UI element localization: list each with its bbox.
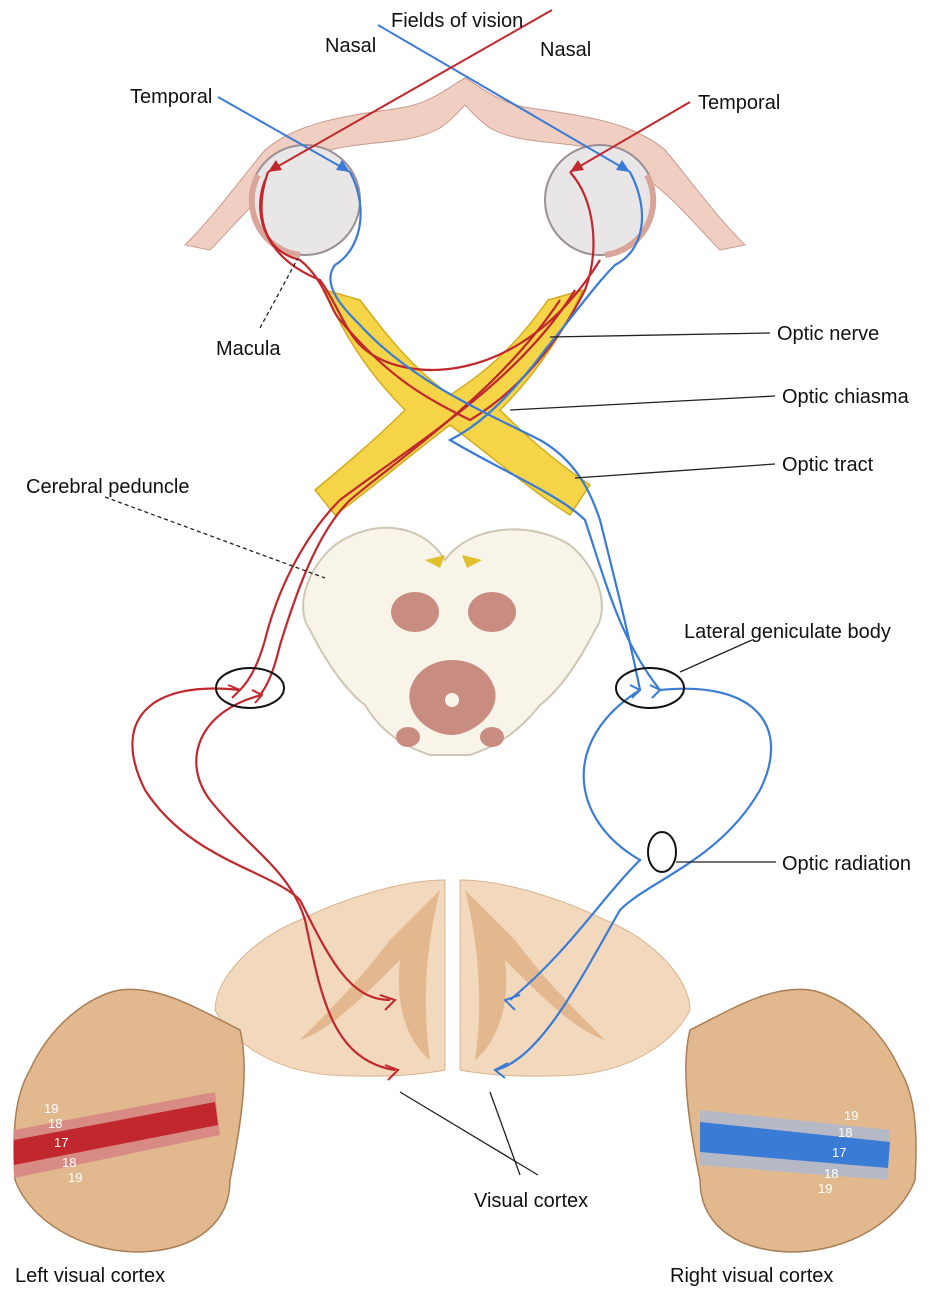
leader-visual-cortex-right	[489, 1091, 521, 1176]
leader-optic-chiasma	[509, 395, 776, 411]
right-lateral-geniculate-ring	[615, 667, 685, 709]
leader-optic-nerve	[549, 332, 771, 338]
right-area-19-bottom: 19	[818, 1181, 832, 1196]
left-area-19-top: 19	[44, 1101, 58, 1116]
right-area-18-top: 18	[838, 1125, 852, 1140]
optic-radiation-ring	[647, 831, 677, 873]
label-visual-cortex: Visual cortex	[474, 1190, 588, 1212]
occipital-lobes	[214, 879, 691, 1077]
label-nasal-left: Nasal	[325, 35, 376, 57]
right-area-19-top: 19	[844, 1108, 858, 1123]
leader-visual-cortex-left	[399, 1091, 539, 1176]
label-optic-chiasma: Optic chiasma	[782, 386, 910, 408]
label-optic-radiation: Optic radiation	[782, 853, 911, 875]
leader-lateral-geniculate	[679, 639, 753, 673]
right-area-18-bottom: 18	[824, 1166, 838, 1181]
right-visual-cortex	[685, 988, 917, 1253]
left-area-17: 17	[54, 1135, 68, 1150]
label-temporal-right: Temporal	[698, 92, 780, 114]
label-temporal-left: Temporal	[130, 86, 212, 108]
optic-nerve-chiasma-tract	[313, 288, 592, 517]
label-cerebral-peduncle: Cerebral peduncle	[26, 476, 189, 498]
label-optic-tract: Optic tract	[782, 454, 874, 476]
label-nasal-right: Nasal	[540, 39, 591, 61]
left-area-19-bottom: 19	[68, 1170, 82, 1185]
blue-pathway	[329, 171, 773, 1079]
left-area-18-top: 18	[48, 1116, 62, 1131]
label-optic-nerve: Optic nerve	[777, 323, 879, 345]
leader-cerebral-peduncle	[104, 496, 326, 579]
left-area-18-bottom: 18	[62, 1155, 76, 1170]
label-left-visual-cortex: Left visual cortex	[15, 1265, 165, 1287]
left-lateral-geniculate-ring	[215, 667, 285, 709]
label-fields-of-vision: Fields of vision	[391, 10, 523, 32]
midbrain-section	[302, 526, 603, 756]
left-eyeball	[248, 144, 361, 258]
right-area-17: 17	[832, 1145, 846, 1160]
label-macula: Macula	[216, 338, 281, 360]
field-rays	[217, 9, 691, 173]
label-lateral-geniculate-body: Lateral geniculate body	[684, 621, 891, 643]
right-eyeball	[544, 144, 657, 258]
label-right-visual-cortex: Right visual cortex	[670, 1265, 833, 1287]
leader-optic-tract	[574, 463, 776, 479]
leader-macula	[259, 257, 299, 329]
left-visual-cortex	[13, 988, 245, 1253]
red-pathway	[131, 171, 601, 1081]
